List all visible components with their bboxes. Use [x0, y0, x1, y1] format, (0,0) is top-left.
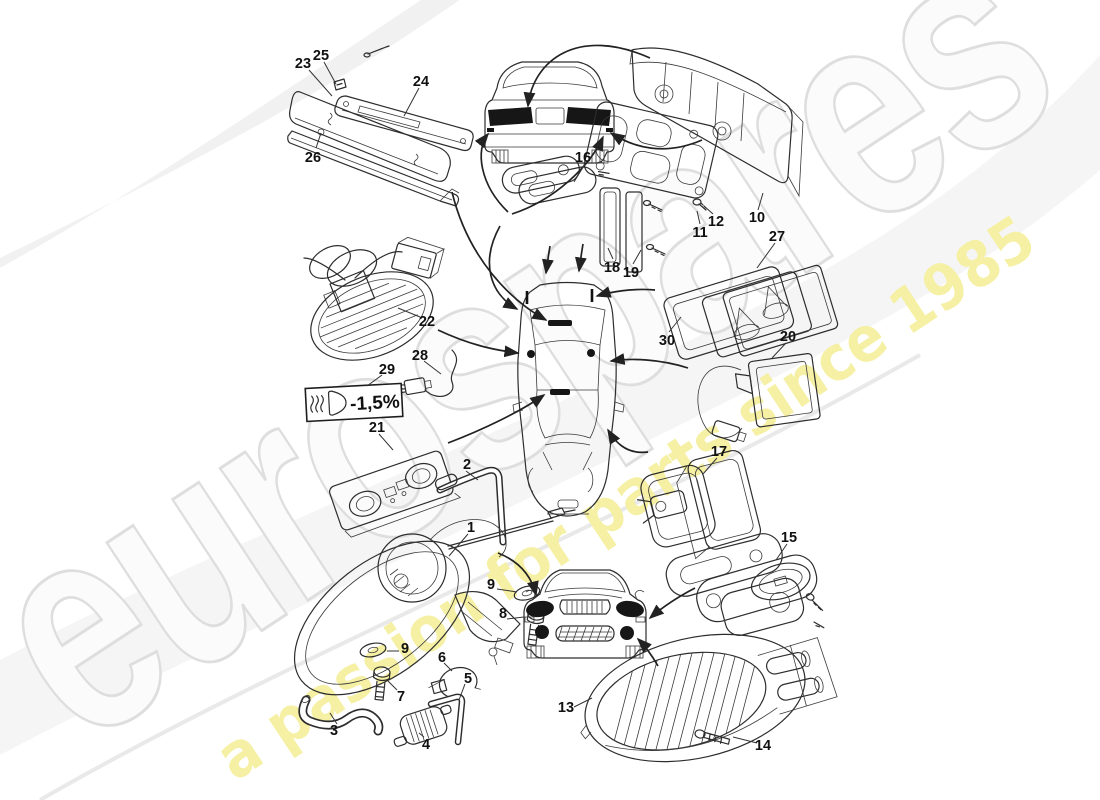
- part-callout-11: 11: [692, 225, 707, 241]
- side-repeater-22: [303, 236, 445, 361]
- washer-tube-2: [434, 466, 507, 546]
- clip-25: [333, 78, 347, 91]
- marker-housing-rear: [720, 577, 825, 636]
- part-callout-26: 26: [305, 150, 321, 166]
- bezel-26: [287, 130, 460, 207]
- repeater-lens: [310, 271, 434, 361]
- headlamp-assembly-1: [293, 507, 576, 696]
- bracket-16: [501, 155, 610, 205]
- part-callout-9-lower: 9: [401, 641, 409, 657]
- washer-9-lower: [359, 642, 387, 658]
- part-callout-7: 7: [397, 689, 405, 705]
- repeater-location-left: [527, 350, 535, 358]
- fog-lamp-assembly-13: [580, 577, 838, 766]
- fog-lamp-bracket: [757, 637, 838, 715]
- part-callout-23: 23: [295, 56, 311, 72]
- headlamp-left: [526, 600, 554, 618]
- pigtail-lead-28: [398, 349, 458, 397]
- washer-pump-4: [393, 704, 452, 747]
- marker-lamp-assembly-27-30: [663, 264, 839, 360]
- part-callout-14: 14: [755, 738, 771, 754]
- harness-connector: [391, 236, 445, 279]
- part-callout-3: 3: [330, 723, 338, 739]
- car-plan-view: [512, 281, 625, 517]
- part-callout-29: 29: [379, 362, 395, 378]
- bolt-7: [372, 666, 391, 701]
- seal-strips-18: [599, 187, 643, 273]
- headlamp-right: [616, 600, 644, 618]
- plate-lamp-unit-21: [329, 450, 462, 538]
- part-callout-18: 18: [604, 260, 620, 276]
- location-arrows: [437, 44, 703, 667]
- part-callout-16: 16: [575, 150, 591, 166]
- part-callout-13: 13: [558, 700, 574, 716]
- car-front-view: [523, 569, 647, 659]
- aim-percentage-text: -1,5%: [350, 392, 401, 416]
- part-callout-2: 2: [463, 457, 471, 473]
- lens-23: [289, 91, 451, 182]
- part-callout-20: 20: [780, 329, 796, 345]
- fog-lamp-right: [620, 626, 634, 640]
- part-callout-21: 21: [369, 420, 385, 436]
- part-callout-25: 25: [313, 48, 329, 64]
- part-callout-12: 12: [708, 214, 724, 230]
- headlamp-beam-icon: [310, 390, 347, 416]
- leader-lines: [308, 61, 788, 744]
- interior-lamp-location: [550, 389, 570, 395]
- fog-lamp-left: [535, 625, 549, 639]
- part-callout-9-upper: 9: [487, 577, 495, 593]
- side-lamp-17: [636, 449, 762, 560]
- car-rear-view: [484, 61, 615, 164]
- aim-label-29: -1,5%: [304, 382, 404, 423]
- hose-clamp-6: [428, 666, 481, 701]
- part-callout-27: 27: [769, 229, 785, 245]
- hose-3: [298, 695, 384, 736]
- part-callout-10: 10: [749, 210, 765, 226]
- rear-lamp-unit-10: [629, 47, 804, 198]
- part-callout-8: 8: [499, 606, 507, 622]
- tail-lamp-left: [488, 107, 533, 126]
- part-callout-22: 22: [419, 314, 435, 330]
- side-marker-lamp-15: [665, 533, 824, 623]
- part-callout-24: 24: [413, 74, 429, 90]
- fog-lamp-bolt-14: [694, 729, 731, 745]
- tube-5: [427, 693, 466, 746]
- part-callout-15: 15: [781, 530, 797, 546]
- part-callout-17: 17: [711, 444, 727, 460]
- tail-lamp-right: [566, 107, 611, 126]
- part-callout-6: 6: [438, 650, 446, 666]
- strip-screws-19: [642, 199, 666, 257]
- part-callout-5: 5: [464, 671, 472, 687]
- part-callouts: 23 25 24 26 16 10 12 11 27 18 19 30 20 2…: [295, 48, 797, 754]
- boot-lamp-20: [697, 353, 821, 443]
- lamp-housing-24: [334, 95, 474, 152]
- repeater-location-right: [587, 349, 595, 357]
- part-callout-30: 30: [659, 333, 675, 349]
- stop-lamp-location: [548, 320, 572, 326]
- stop-lamp-assembly: [287, 45, 474, 207]
- part-callout-1: 1: [467, 520, 475, 536]
- part-callout-4: 4: [422, 737, 430, 753]
- part-callout-19: 19: [623, 265, 639, 281]
- part-callout-28: 28: [412, 348, 428, 364]
